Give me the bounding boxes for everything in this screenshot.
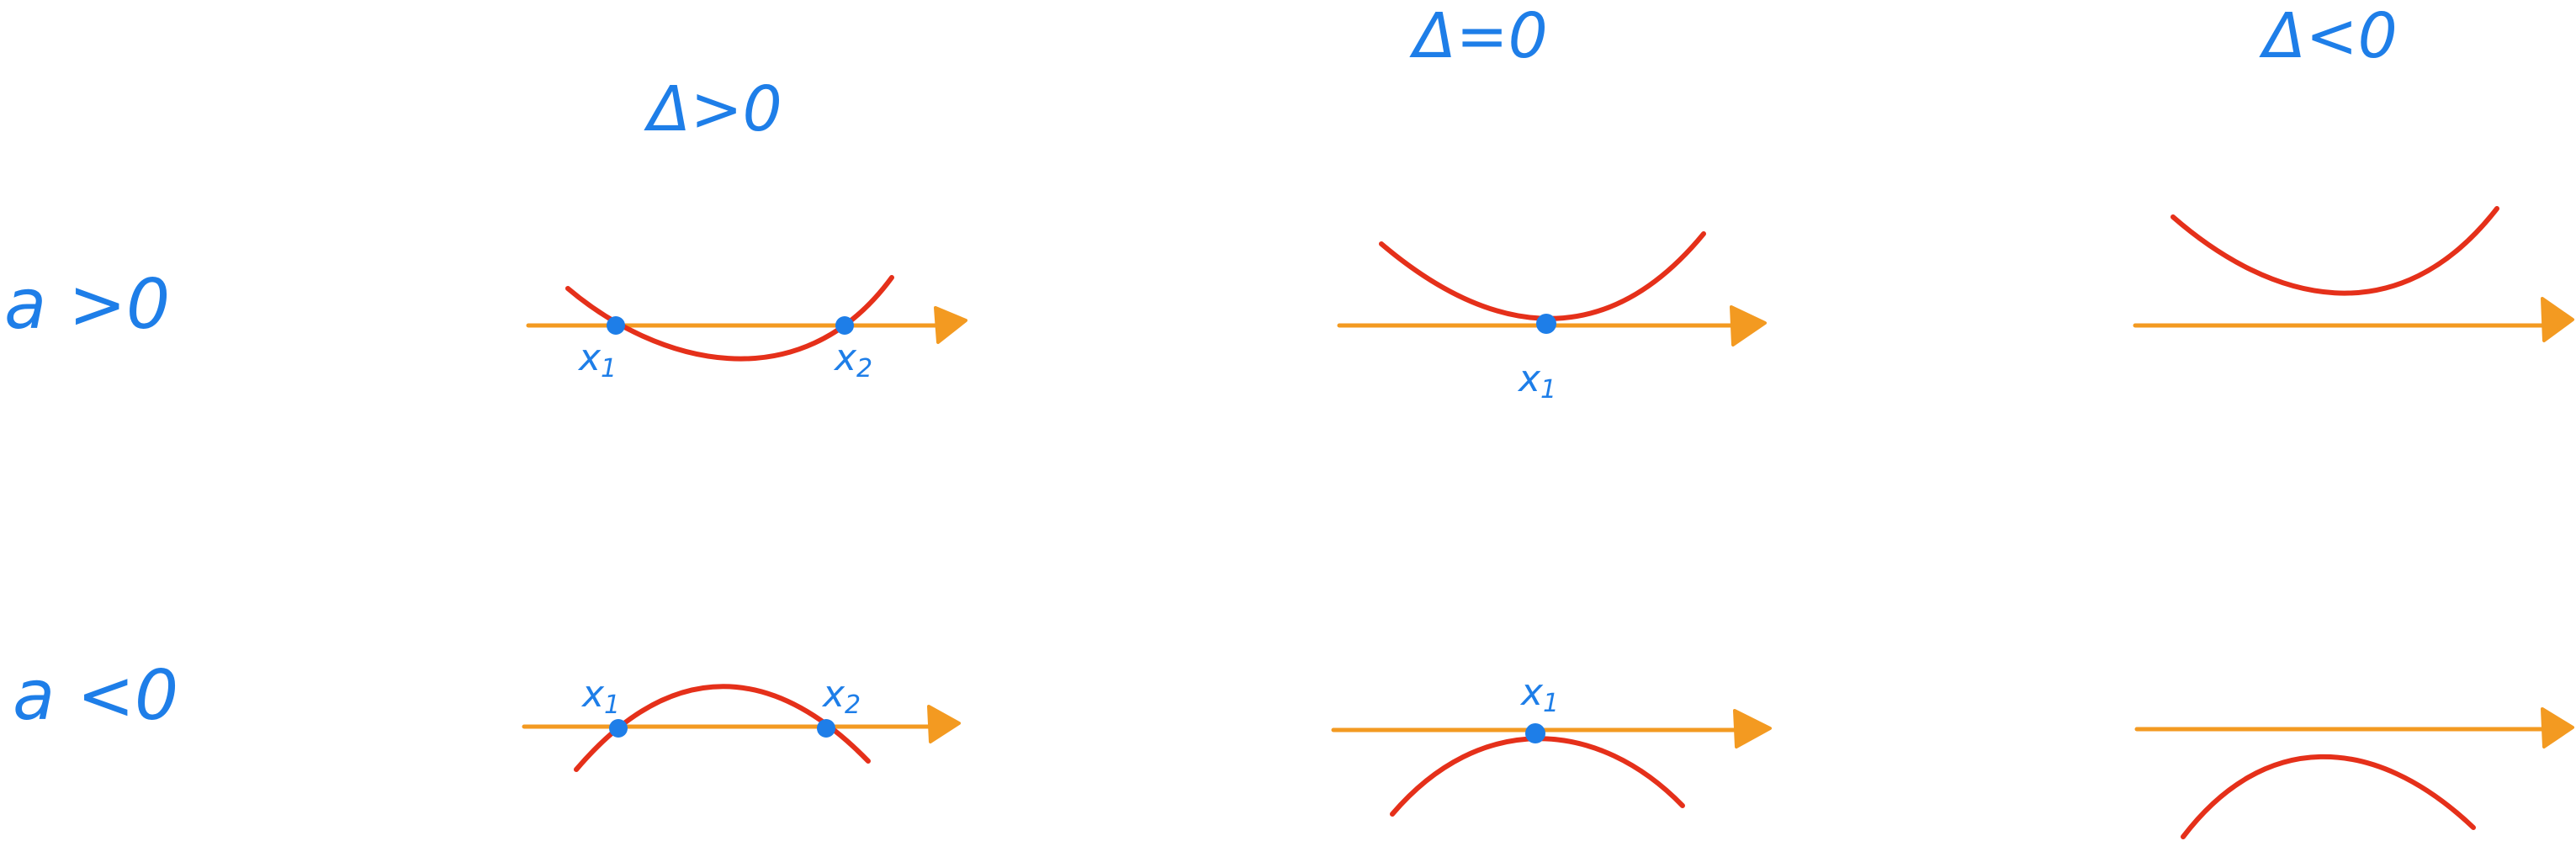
root-label-x1: x1 — [1519, 671, 1559, 718]
root-point-x1 — [1536, 314, 1556, 334]
row-label-a-positive: a >0 — [4, 265, 170, 345]
axis-arrowhead — [927, 705, 961, 743]
cell-apos-dpos: x1 x2 — [526, 275, 967, 383]
root-label-x1: x1 — [577, 336, 617, 383]
row-label-a-negative: a <0 — [13, 656, 178, 736]
root-point-x2 — [817, 719, 835, 738]
root-point-x2 — [835, 316, 854, 335]
root-label-x1: x1 — [580, 673, 620, 720]
root-label-x2: x2 — [821, 673, 861, 720]
cell-apos-dzero: x1 — [1337, 231, 1767, 405]
parabola-opens-down — [2181, 754, 2476, 839]
root-label-x2: x2 — [833, 336, 872, 383]
parabola-opens-up — [2171, 206, 2499, 296]
axis-arrowhead — [1730, 305, 1767, 346]
root-point-x1 — [1525, 723, 1545, 743]
cell-aneg-dzero: x1 — [1331, 671, 1772, 817]
axis-arrowhead — [1733, 709, 1772, 748]
header-delta-positive: Δ>0 — [644, 73, 782, 145]
axis-arrowhead — [934, 306, 967, 344]
root-label-x1: x1 — [1517, 357, 1556, 405]
cell-aneg-dpos: x1 x2 — [522, 673, 961, 772]
axis-arrowhead — [2541, 707, 2574, 748]
cell-aneg-dneg — [2134, 707, 2574, 839]
header-delta-negative: Δ<0 — [2259, 0, 2398, 72]
root-point-x1 — [609, 719, 628, 738]
axis-arrowhead — [2541, 297, 2574, 342]
root-point-x1 — [607, 316, 625, 335]
parabola-opens-down — [1390, 736, 1685, 817]
cell-apos-dneg — [2133, 206, 2574, 342]
parabola-opens-up — [1379, 231, 1706, 321]
header-delta-zero: Δ=0 — [1409, 0, 1548, 72]
